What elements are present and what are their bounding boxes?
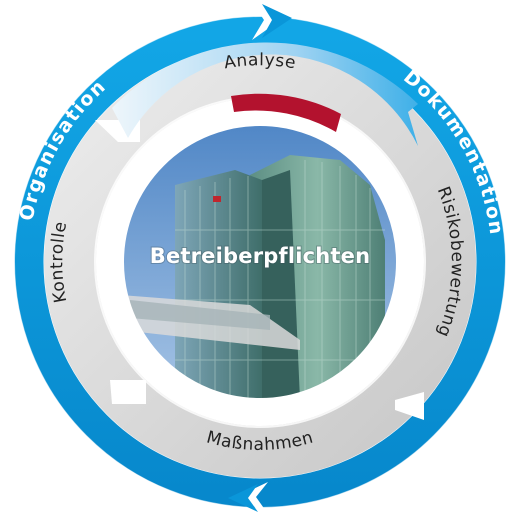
analyse-active-marker <box>231 93 341 132</box>
photo-border <box>120 122 400 402</box>
analyse-label: Analyse <box>223 50 298 73</box>
bottom-arrow-head-icon <box>228 484 258 512</box>
top-arrow-icon <box>252 2 286 40</box>
kontrolle-label: Kontrolle <box>47 220 71 305</box>
massnahmen-kontrolle-separator <box>110 380 146 404</box>
center-title: Betreiberpflichten <box>150 244 371 268</box>
step-analyse[interactable] <box>112 42 418 146</box>
center-photo <box>122 124 398 400</box>
outer-ring <box>13 2 507 514</box>
analyse-segment <box>112 42 418 146</box>
bottom-arrow-icon <box>236 482 268 514</box>
top-arrow-head-icon <box>262 4 292 38</box>
risiko-massnahmen-separator <box>395 392 424 420</box>
